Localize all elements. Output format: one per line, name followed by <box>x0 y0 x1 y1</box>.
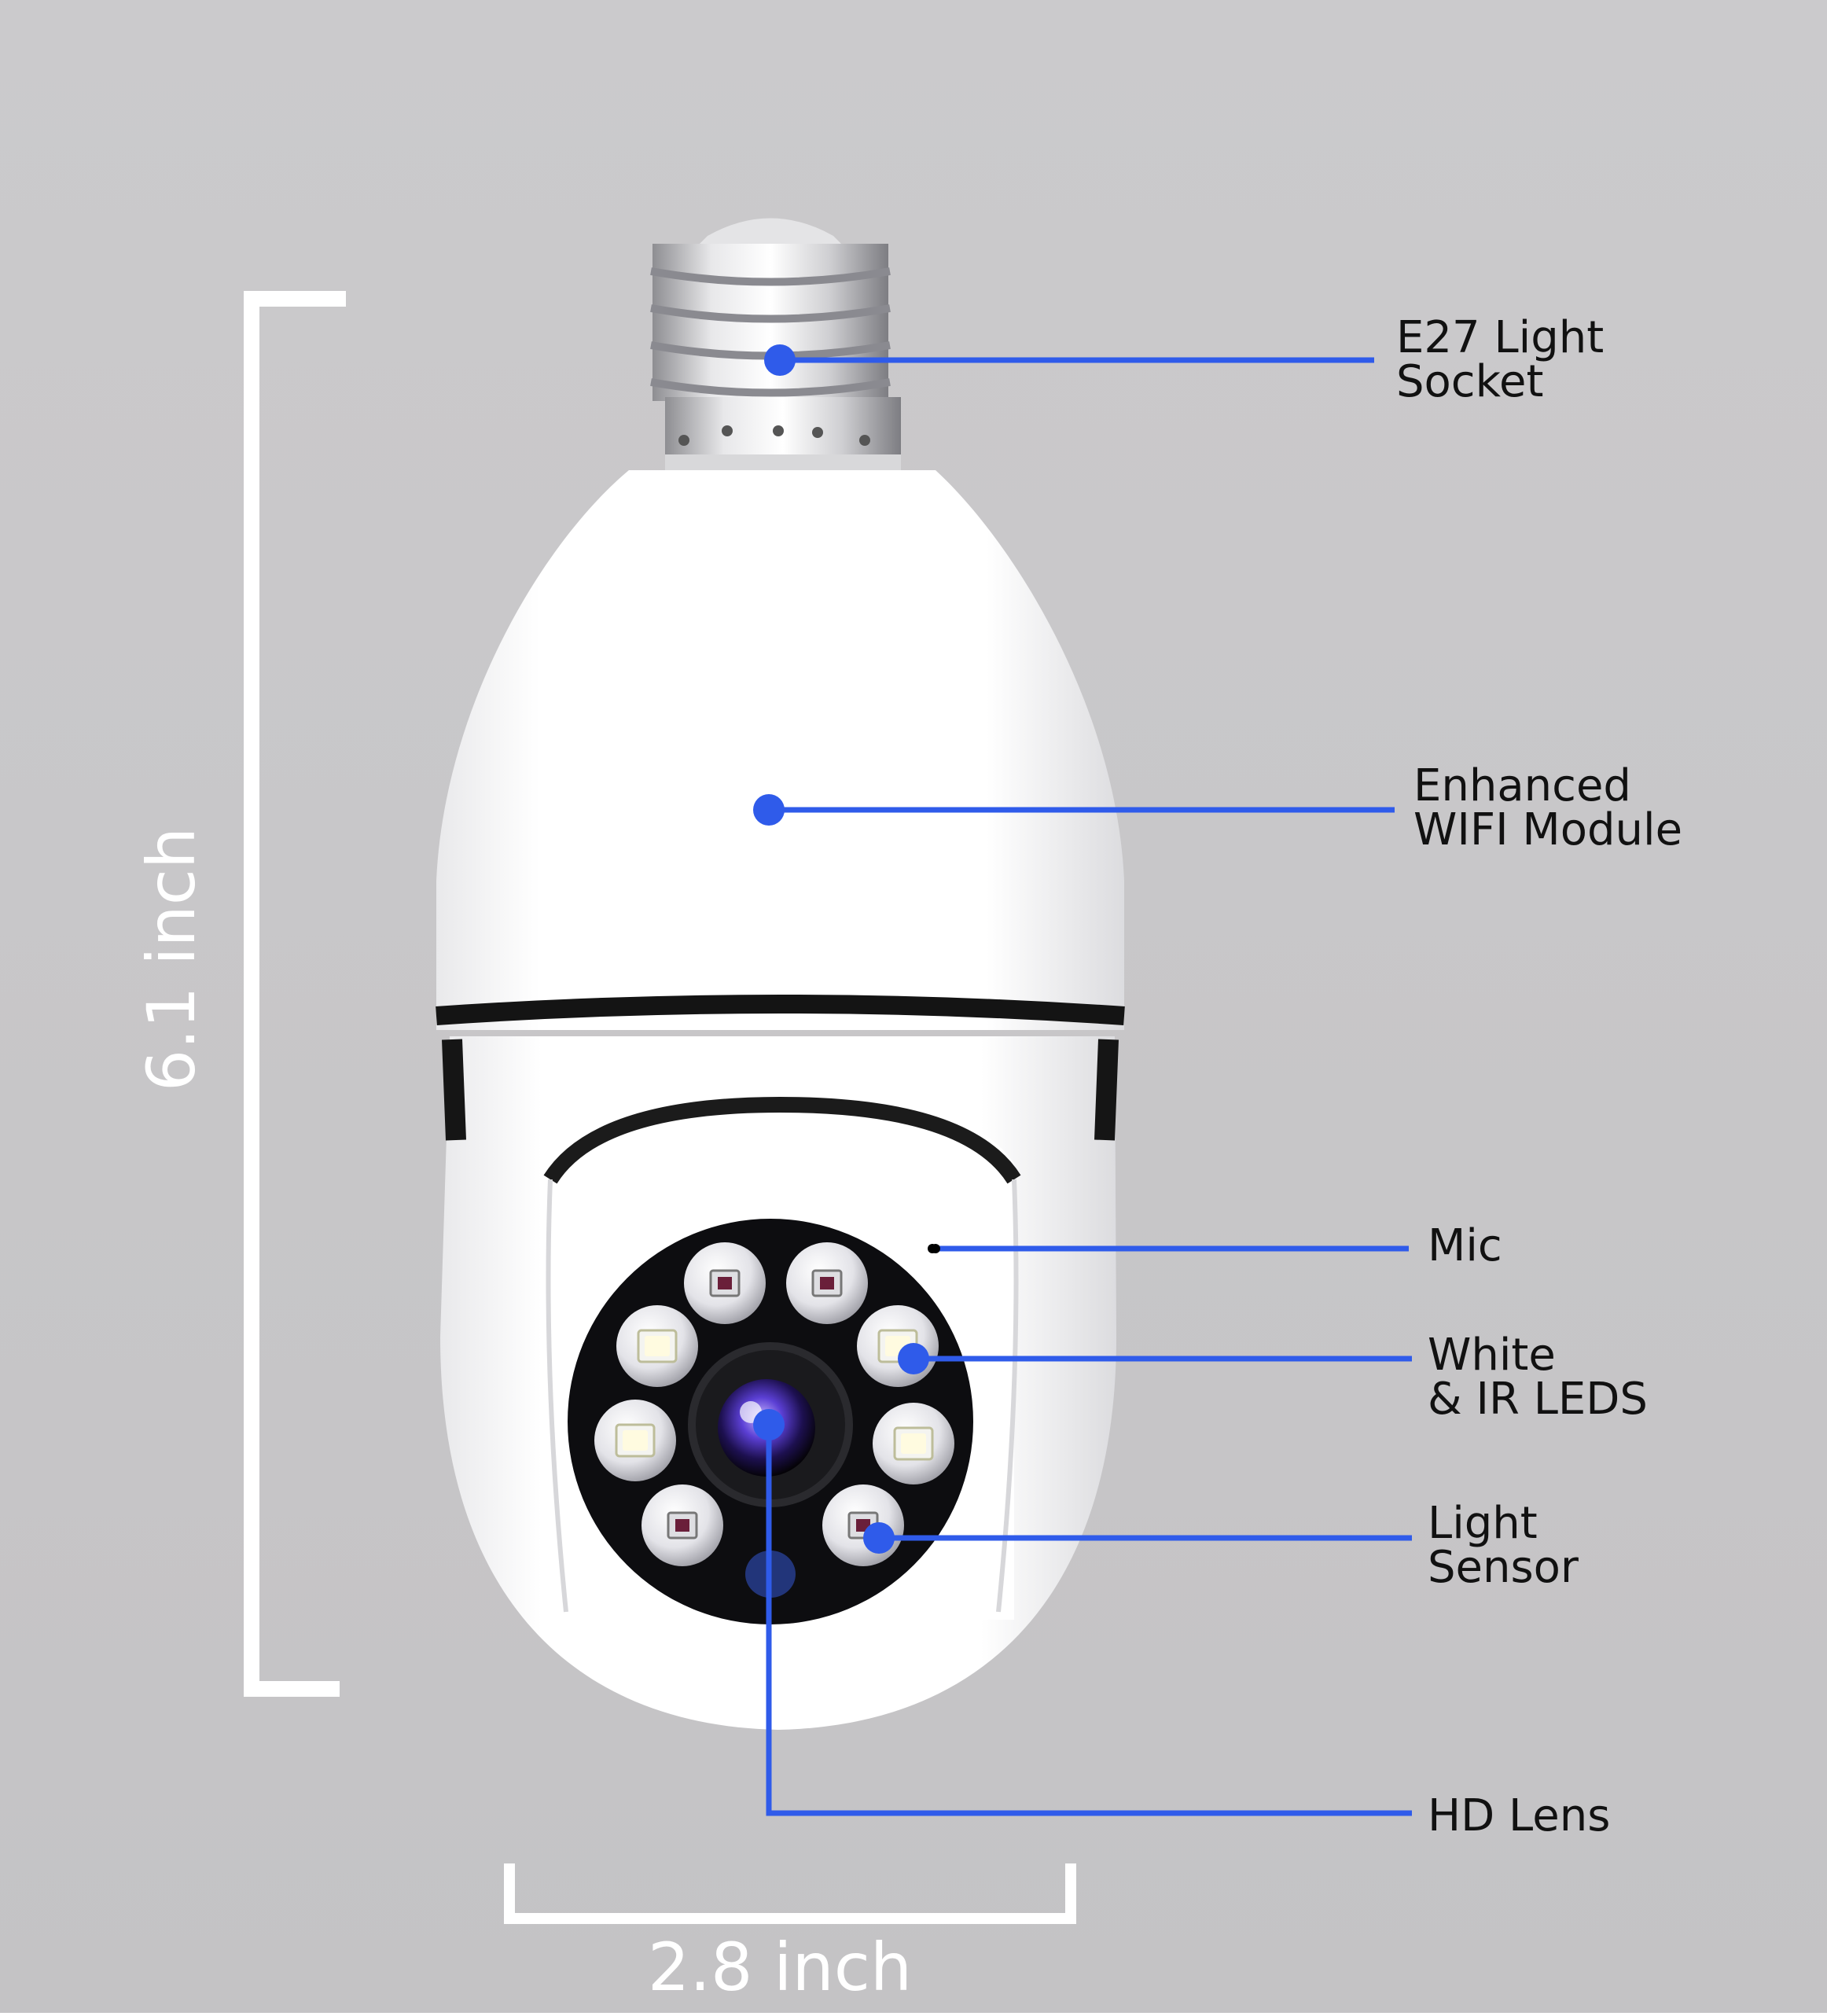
white-led <box>873 1403 954 1484</box>
callout-sensor-line-2: Sensor <box>1428 1542 1579 1593</box>
white-led <box>594 1400 676 1481</box>
width-dimension: 2.8 inch <box>647 1929 913 2006</box>
white-led <box>857 1305 939 1387</box>
height-dimension: 6.1 inch <box>133 826 210 1092</box>
callout-leds-line-1: White <box>1428 1330 1556 1381</box>
callout-dot-lens <box>753 1409 785 1440</box>
callout-mic-line-1: Mic <box>1428 1220 1502 1271</box>
callout-socket-line-1: E27 Light <box>1396 312 1605 363</box>
callout-wifi-line-1: Enhanced <box>1413 760 1631 811</box>
callout-lines <box>753 344 1412 1816</box>
callout-wifi-line-2: WIFI Module <box>1413 804 1683 855</box>
callout-sensor-line-1: Light <box>1428 1498 1538 1549</box>
width-bracket <box>504 1863 1076 1924</box>
callout-socket-line-2: Socket <box>1396 356 1544 407</box>
led-array <box>594 1242 954 1566</box>
callout-socket: E27 Light Socket <box>1396 316 1604 404</box>
callout-lens-line-1: HD Lens <box>1428 1790 1611 1841</box>
white-led <box>616 1305 698 1387</box>
callout-dot-wifi <box>753 794 785 826</box>
callout-dot-leds <box>898 1343 929 1374</box>
e27-socket <box>650 218 901 472</box>
callout-dot-socket <box>764 344 796 376</box>
callout-mic: Mic <box>1428 1224 1502 1268</box>
height-bracket <box>244 291 346 1697</box>
callout-sensor: Light Sensor <box>1428 1502 1579 1590</box>
body-seam <box>436 995 1125 1025</box>
callout-leds-line-2: & IR LEDS <box>1428 1374 1648 1425</box>
callout-dot-mic <box>931 1244 940 1253</box>
callout-dot-sensor <box>863 1522 895 1554</box>
ir-led <box>786 1242 868 1324</box>
callout-leds: White & IR LEDS <box>1428 1334 1648 1422</box>
ir-led <box>641 1484 723 1566</box>
callout-wifi: Enhanced WIFI Module <box>1413 764 1682 852</box>
ir-led <box>684 1242 766 1324</box>
ir-led <box>822 1484 904 1566</box>
callout-lens: HD Lens <box>1428 1794 1610 1838</box>
callout-line-lens <box>766 1425 1412 1816</box>
